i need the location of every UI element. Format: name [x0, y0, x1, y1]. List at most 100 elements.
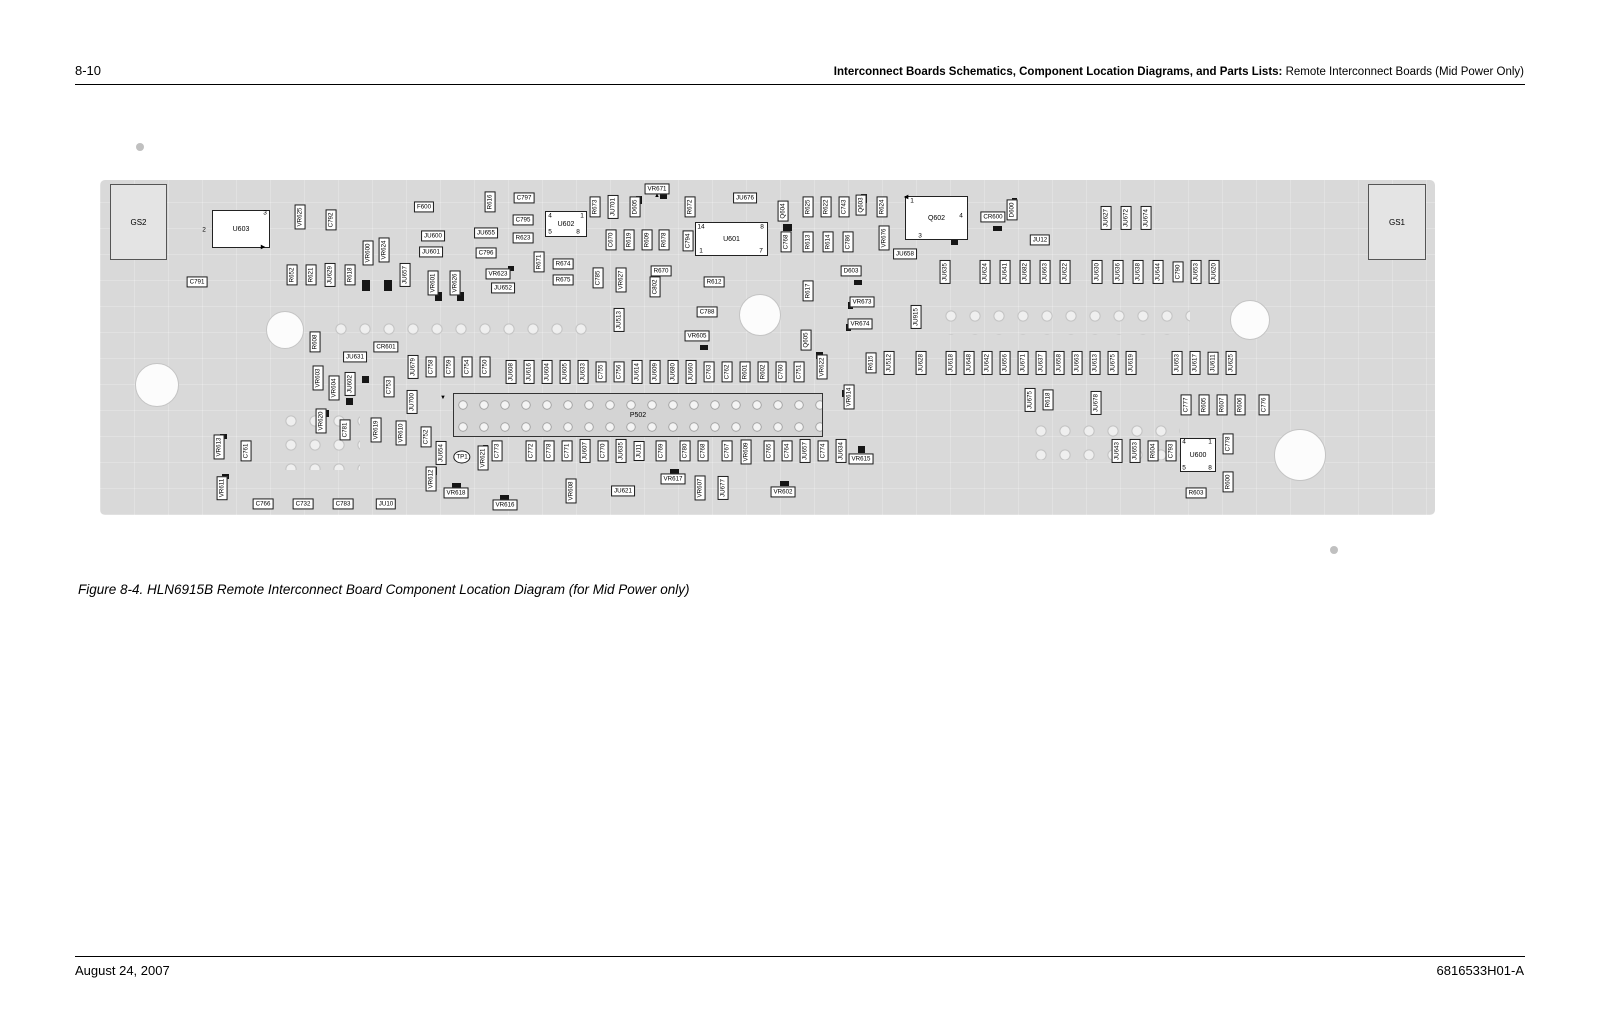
- component-label: C777: [1180, 394, 1192, 416]
- component-label: R603: [1185, 487, 1207, 499]
- component-mark: [346, 398, 353, 405]
- footer-date: August 24, 2007: [75, 963, 170, 978]
- component-label: R618: [344, 264, 356, 286]
- component-label: VR600: [362, 240, 374, 266]
- component-label: JU657: [799, 439, 811, 463]
- component-label: C760: [775, 361, 787, 383]
- registration-dot: [1330, 546, 1338, 554]
- pin-number: 1: [910, 197, 914, 205]
- component-label: R623: [512, 232, 534, 244]
- component-label: JU675: [1024, 388, 1036, 412]
- component-label: C766: [252, 498, 274, 510]
- pad-array: [330, 318, 590, 344]
- component-label: R617: [802, 280, 814, 302]
- component-label: VR623: [485, 268, 511, 280]
- component-label: R625: [802, 196, 814, 218]
- component-mark: [457, 292, 464, 301]
- component-label: C758: [425, 356, 437, 378]
- pin-number: 8: [576, 228, 580, 236]
- component-label: C788: [696, 306, 718, 318]
- footer-doc-number: 6816533H01-A: [1436, 963, 1524, 978]
- component-label: C755: [595, 361, 607, 383]
- component-label: C751: [793, 361, 805, 383]
- component-mark: [508, 266, 514, 271]
- component-label: C756: [613, 361, 625, 383]
- component-label: JU652: [491, 282, 515, 294]
- pin-number: 3: [918, 232, 922, 240]
- mounting-hole: [135, 363, 179, 407]
- component-label: C802: [649, 276, 661, 298]
- component-label: C732: [292, 498, 314, 510]
- component-label: JU621: [611, 485, 635, 497]
- component-label: JU658: [893, 248, 917, 260]
- header-title-rest: Remote Interconnect Boards (Mid Power On…: [1282, 66, 1524, 78]
- component-label: R601: [739, 361, 751, 383]
- component-label: JU701: [607, 195, 619, 219]
- polarity-marker: ▼: [440, 395, 446, 401]
- component-label: JU655: [474, 227, 498, 239]
- pin-number: 1: [580, 212, 584, 220]
- component-label: VR604: [328, 375, 340, 401]
- component-label: JU12: [1029, 234, 1051, 246]
- component-label: R674: [552, 258, 574, 270]
- component-label: C773: [491, 440, 503, 462]
- component-label: C797: [513, 192, 535, 204]
- component-label: C754: [461, 356, 473, 378]
- component-label: JU634: [835, 439, 847, 463]
- component-label: JU629: [324, 263, 336, 287]
- component-mark: [858, 446, 865, 453]
- component-mark: [780, 481, 789, 486]
- component-label: JU657: [399, 263, 411, 287]
- pin-number: 4: [548, 212, 552, 220]
- component-label: JU625: [1225, 351, 1237, 375]
- component-label: C790: [1172, 261, 1184, 283]
- component-mark: [993, 226, 1002, 231]
- component-label: C770: [597, 440, 609, 462]
- component-label: C750: [479, 356, 491, 378]
- component-label: C743: [838, 196, 850, 218]
- header-title: Interconnect Boards Schematics, Componen…: [834, 66, 1524, 78]
- component-label: JU654: [435, 441, 447, 465]
- component-mark: [670, 469, 679, 474]
- pin-number: 8: [1208, 464, 1212, 472]
- figure-caption: Figure 8-4. HLN6915B Remote Interconnect…: [78, 582, 690, 597]
- polarity-marker: ▲: [654, 193, 660, 199]
- component-label: JU630: [1091, 260, 1103, 284]
- header-title-bold: Interconnect Boards Schematics, Componen…: [833, 66, 1283, 78]
- component-label: C792: [325, 209, 337, 231]
- component-label: R678: [658, 229, 670, 251]
- component-label: JU680: [667, 360, 679, 384]
- component-label: JU675: [1107, 351, 1119, 375]
- ic-u600: U600: [1180, 438, 1216, 472]
- component-label: JU611: [1207, 351, 1219, 375]
- component-label: C768: [780, 231, 792, 253]
- component-label: Q603: [855, 194, 867, 216]
- mounting-hole: [1230, 300, 1270, 340]
- component-label: C785: [592, 267, 604, 289]
- pin-number: 4: [959, 212, 963, 220]
- component-label: JU619: [1125, 351, 1137, 375]
- ic-q602: Q602: [905, 196, 968, 240]
- component-label: VR671: [644, 183, 670, 195]
- component-label: CR600: [980, 211, 1006, 223]
- component-label: C765: [763, 440, 775, 462]
- pin-number: 3: [263, 209, 267, 217]
- component-mark: [435, 292, 442, 301]
- component-label: R621: [305, 264, 317, 286]
- component-label: C778: [543, 440, 555, 462]
- component-label: R671: [533, 251, 545, 273]
- component-label: JU656: [999, 351, 1011, 375]
- component-mark: [452, 483, 461, 488]
- component-label: JU653: [1190, 260, 1202, 284]
- component-label: JU633: [577, 360, 589, 384]
- component-label: R615: [865, 352, 877, 374]
- component-label: JU618: [945, 351, 957, 375]
- component-label: C763: [703, 361, 715, 383]
- component-label: R602: [757, 361, 769, 383]
- connector-gs2: GS2: [110, 184, 167, 260]
- component-label: VR624: [378, 237, 390, 263]
- component-label: VR626: [449, 270, 461, 296]
- pin-number: 5: [548, 228, 552, 236]
- component-label: F600: [413, 201, 435, 213]
- mounting-hole: [1274, 429, 1326, 481]
